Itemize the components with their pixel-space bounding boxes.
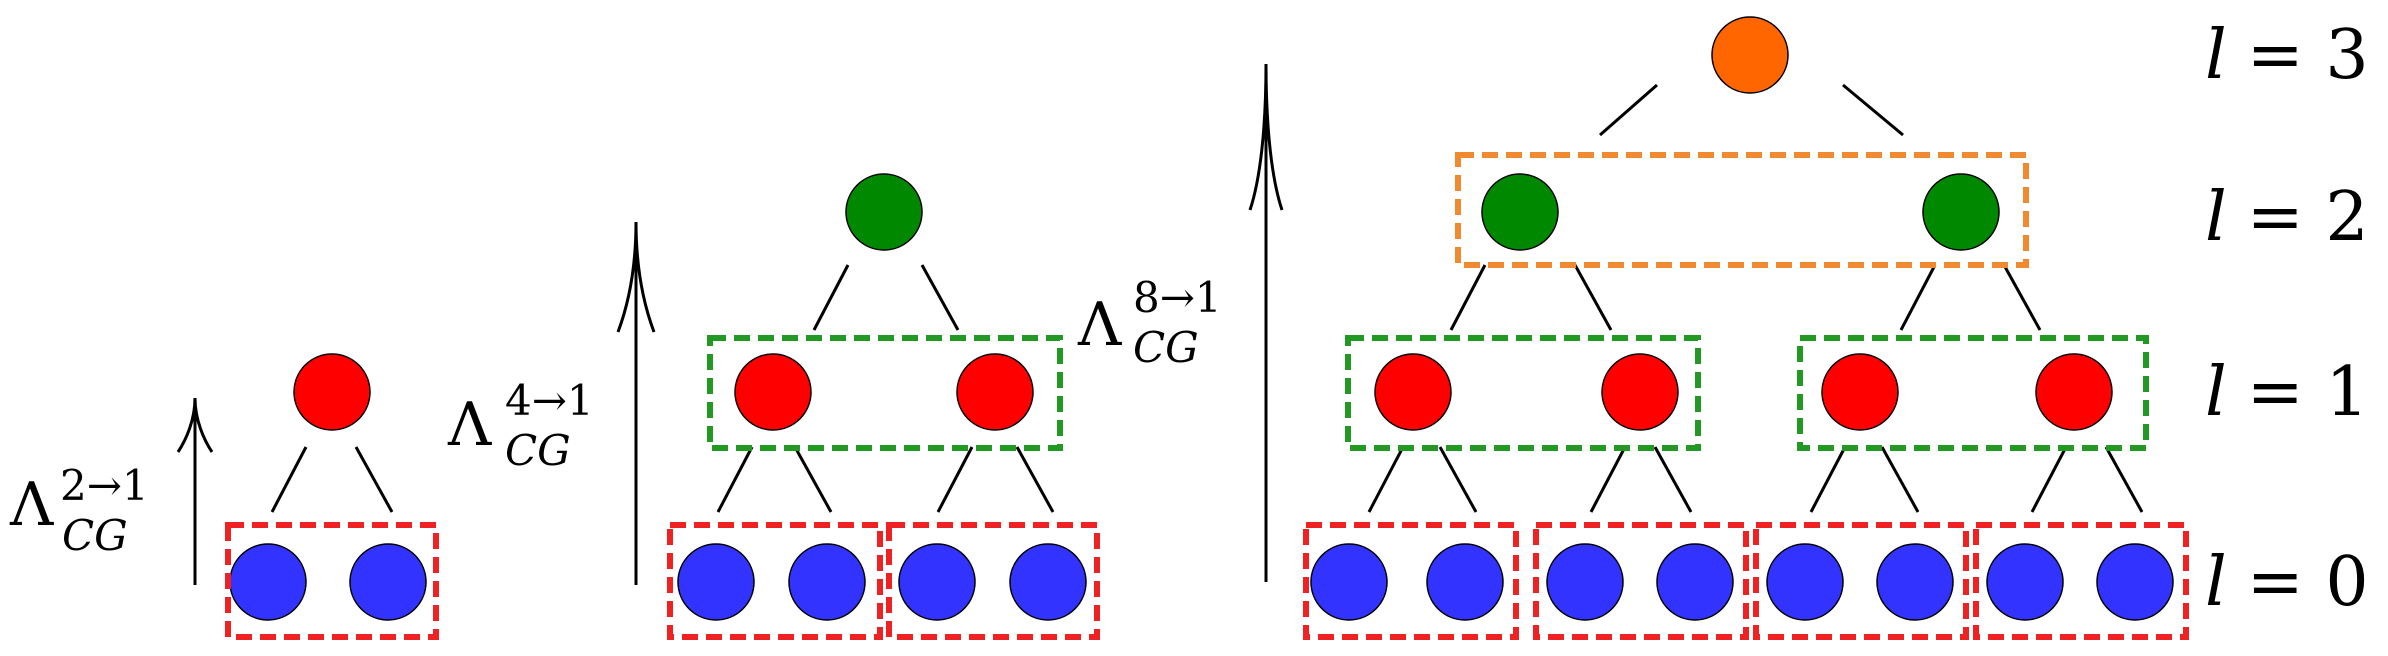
- level2-node: [1481, 173, 1559, 251]
- block-box-red: [1303, 522, 1519, 640]
- leaf-node: [788, 543, 866, 621]
- leaf-node: [1426, 543, 1504, 621]
- level2-node: [845, 173, 923, 251]
- tree-edge: [2104, 446, 2144, 513]
- tree-edge: [812, 264, 850, 331]
- block-box-green: [1797, 335, 2149, 451]
- level-labels: l= 3 l= 2 l= 1 l= 0: [2205, 16, 2369, 622]
- block-box-green: [707, 335, 1063, 451]
- level1-node: [1374, 353, 1452, 431]
- tree-edge: [354, 446, 394, 513]
- block-box-red: [1753, 522, 1969, 640]
- leaf-node: [677, 543, 755, 621]
- tree-edge: [1599, 83, 1658, 137]
- level3-node: [1711, 16, 1789, 94]
- operator-label-8to1: Λ 8→1 CG: [1077, 273, 1227, 372]
- leaf-node: [1310, 543, 1388, 621]
- tree-edge: [1015, 446, 1055, 513]
- tree-edge: [1653, 446, 1693, 513]
- tree-edge: [1573, 264, 1613, 331]
- leaf-node: [349, 543, 427, 621]
- tree-edge: [270, 446, 308, 513]
- level1-node: [956, 353, 1034, 431]
- block-box-red: [886, 522, 1100, 640]
- tree-edge: [920, 264, 960, 331]
- tree-edge: [1880, 446, 1920, 513]
- tree-edge: [1809, 446, 1847, 513]
- leaf-node: [2096, 543, 2174, 621]
- arrowhead-4to1: [616, 221, 656, 333]
- leaf-node: [1986, 543, 2064, 621]
- operator-label-2to1: Λ 2→1 CG: [9, 461, 154, 560]
- leaf-node: [1656, 543, 1734, 621]
- leaf-node: [898, 543, 976, 621]
- level1-node: [734, 353, 812, 431]
- block-box-green: [1345, 335, 1701, 451]
- level1-node: [1601, 353, 1679, 431]
- level1-node: [293, 353, 371, 431]
- arrowhead-8to1: [1248, 63, 1284, 211]
- tree-edge: [1438, 446, 1478, 513]
- tree-edge: [1842, 83, 1904, 137]
- level1-node: [1821, 353, 1899, 431]
- tree-edge: [936, 446, 974, 513]
- level-label-2: l= 2: [2205, 178, 2369, 257]
- level-label-1: l= 1: [2205, 353, 2369, 432]
- arrowhead-2to1: [176, 397, 214, 453]
- tree-2-to-1: Λ 2→1 CG: [9, 353, 439, 640]
- block-box-red: [1973, 522, 2189, 640]
- tree-edge: [1449, 264, 1487, 331]
- tree-edge: [2030, 446, 2068, 513]
- level-label-3: l= 3: [2205, 16, 2369, 95]
- tree-edge: [2002, 264, 2042, 331]
- tree-4-to-1: Λ 4→1 CG: [447, 173, 1100, 640]
- operator-label-4to1: Λ 4→1 CG: [447, 376, 599, 475]
- leaf-node: [1009, 543, 1087, 621]
- tree-edge: [716, 446, 754, 513]
- block-box-red: [1533, 522, 1749, 640]
- tree-edge: [1367, 446, 1405, 513]
- level-label-0: l= 0: [2205, 543, 2369, 622]
- tree-8-to-1: Λ 8→1 CG: [1077, 16, 2189, 640]
- tree-edge: [1899, 264, 1937, 331]
- block-box-red: [225, 522, 439, 640]
- leaf-node: [1876, 543, 1954, 621]
- block-box-red: [667, 522, 883, 640]
- leaf-node: [1546, 543, 1624, 621]
- tree-edge: [793, 446, 833, 513]
- tree-edge: [1589, 446, 1627, 513]
- level1-node: [2035, 353, 2113, 431]
- level2-node: [1922, 173, 2000, 251]
- leaf-node: [1766, 543, 1844, 621]
- block-box-orange: [1455, 152, 2029, 268]
- leaf-node: [229, 543, 307, 621]
